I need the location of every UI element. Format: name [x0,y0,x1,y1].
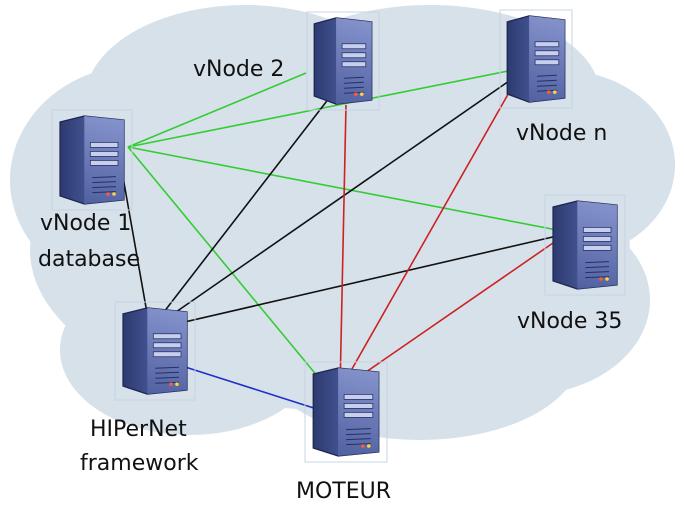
server-status-light [169,382,173,386]
server-status-light [605,277,609,281]
link-hipernet-vnode35 [149,235,558,331]
server-frame [304,361,388,463]
node-label-vnoden-0: vNode n [516,121,607,146]
server-face [336,17,372,105]
server-status-light [361,444,365,448]
server-drive-slot [152,333,182,340]
server-icon-moteur [304,361,388,463]
link-hipernet-vnode2 [149,92,334,331]
cloud-blob [260,270,580,440]
link-hipernet-vnoden [149,78,513,331]
server-drive-slot [534,59,560,66]
server-face [147,307,187,395]
node-label-vnode1-0: vNode 1 [40,211,131,236]
cloud-blob [80,55,520,295]
server-drive-slot [152,342,182,349]
link-vnode1-moteur [127,146,324,384]
node-label-hipernet-1: framework [80,451,199,476]
server-vent [92,176,117,179]
server-drive-slot [89,159,119,166]
server-status-light [354,92,358,96]
server-icon-vnoden [499,9,573,109]
server-vent [585,276,610,279]
server-vent [155,366,180,369]
server-vent [346,428,371,431]
server-drive-slot [582,235,612,242]
node-label-vnode35-0: vNode 35 [517,309,622,334]
link-moteur-vnode35 [339,242,554,391]
server-frame [306,11,380,111]
link-moteur-vnoden [339,81,516,391]
server-drive-slot [341,61,367,68]
cloud-blob [60,265,320,435]
server-icon-vnode1 [51,109,133,211]
server-face [529,15,565,103]
server-drive-slot [89,141,119,148]
server-vent [346,443,371,446]
server-vent [92,186,117,189]
server-drive-slot [341,52,367,59]
server-vent [537,74,557,77]
server-vent [537,84,557,87]
server-vent [344,81,364,84]
server-status-light [106,192,110,196]
server-status-light [112,192,116,196]
node-label-vnode2-0: vNode 2 [193,57,284,82]
server-vent [344,76,364,79]
server-status-light [547,90,551,94]
server-icon-vnode35 [544,194,626,296]
server-status-light [599,277,603,281]
server-vent [92,181,117,184]
server-status-light [553,90,557,94]
node-label-hipernet-0: HIPerNet [90,417,187,442]
server-frame [499,9,573,109]
server-vent [155,371,180,374]
server-icon-hipernet [114,301,196,401]
server-vent [344,86,364,89]
server-drive-slot [343,402,374,409]
server-vent [155,381,180,384]
server-vent [346,433,371,436]
server-status-light [367,444,371,448]
server-frame [544,194,626,296]
servers-layer [51,9,626,463]
node-label-vnode1-1: database [38,247,140,272]
server-drive-slot [343,393,374,400]
server-drive-slot [152,351,182,358]
link-vnode1-vnode35 [127,146,558,231]
server-drive-slot [534,50,560,57]
server-frame [114,301,196,401]
server-vent [155,376,180,379]
node-label-moteur-0: MOTEUR [296,479,391,504]
server-vent [585,261,610,264]
server-drive-slot [582,226,612,233]
server-status-light [360,92,364,96]
server-vent [537,79,557,82]
server-drive-slot [341,43,367,50]
labels-layer: vNode 2 vNode n vNode 1 database vNode 35 HIP… [38,57,622,504]
server-status-light [175,382,179,386]
server-drive-slot [582,244,612,251]
server-icon-vnode2 [306,11,380,111]
server-vent [346,438,371,441]
server-drive-slot [534,41,560,48]
server-vent [537,89,557,92]
link-moteur-vnode2 [339,104,347,391]
link-vnode1-vnode2 [127,72,307,148]
server-vent [585,266,610,269]
server-vent [344,91,364,94]
server-drive-slot [343,411,374,418]
server-frame [51,109,133,211]
server-vent [92,191,117,194]
server-drive-slot [89,150,119,157]
server-vent [585,271,610,274]
